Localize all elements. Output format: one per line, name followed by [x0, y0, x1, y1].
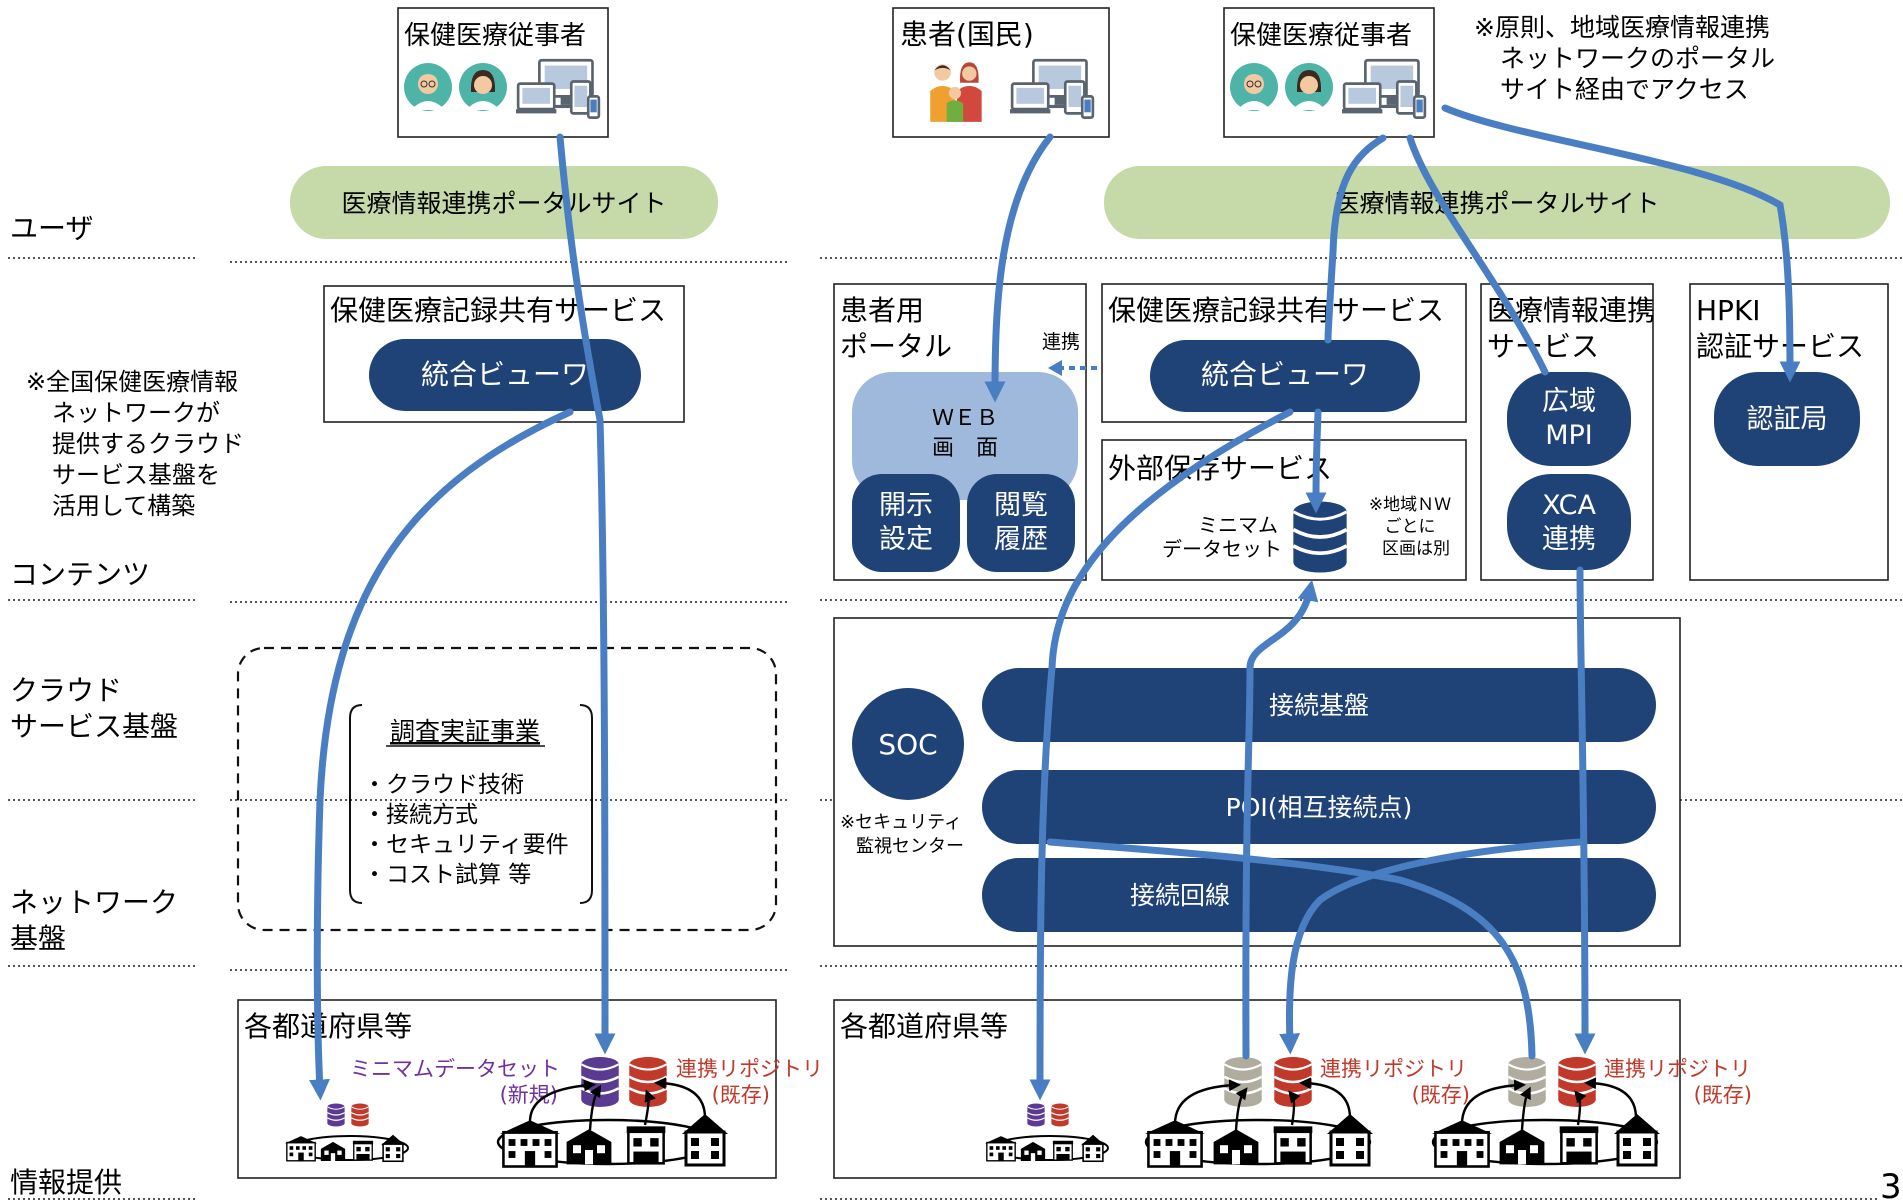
disclosure-label-1: 開示	[879, 490, 933, 521]
right-flows	[984, 104, 1801, 1101]
nurse-icon	[459, 63, 507, 111]
right-doctor-icon	[1229, 62, 1279, 112]
layer-label-contents: コンテンツ	[10, 558, 150, 591]
doctor-icon	[403, 62, 453, 112]
survey-box: 調査実証事業 ・クラウド技術 ・接続方式 ・セキュリティ要件 ・コスト試算 等	[236, 646, 778, 932]
layer-label-network-1: ネットワーク	[10, 886, 178, 919]
right-practitioner-label: 保健医療従事者	[1230, 21, 1412, 51]
poi-label: POI(相互接続点)	[1226, 793, 1413, 822]
pharmacy-icon	[625, 1125, 667, 1165]
left-flows	[308, 133, 616, 1101]
xca-label-2: 連携	[1542, 524, 1596, 555]
soc-note-line-1: ※セキュリティ	[840, 812, 962, 833]
side-note: ※全国保健医療情報 ネットワークが 提供するクラウド サービス基盤を 活用して構…	[26, 368, 244, 520]
web-screen-label-1: ＷＥＢ	[932, 406, 998, 431]
page-number: 3	[1880, 1167, 1902, 1201]
hpki-label-2: 認証サービス	[1696, 330, 1864, 363]
left-viewer-label: 統合ビューワ	[421, 358, 589, 391]
right-record-service-box: 保健医療記録共有サービス 統合ビューワ	[1101, 283, 1467, 423]
left-portal-label: 医療情報連携ポータルサイト	[341, 189, 666, 218]
regional-note-line-1: ※地域ＮＷ	[1369, 495, 1451, 515]
web-screen-label-2: 画 面	[932, 436, 998, 461]
disclosure-label-2: 設定	[879, 524, 933, 555]
survey-item-1: ・クラウド技術	[363, 772, 524, 798]
layer-label-network-2: 基盤	[10, 922, 66, 955]
layer-label-info: 情報提供	[10, 1166, 122, 1199]
regional-note-line-2: ごとに	[1385, 517, 1436, 537]
layer-label-cloud-2: サービス基盤	[10, 710, 178, 743]
side-note-line-2: ネットワークが	[52, 399, 220, 427]
xca-label-1: XCA	[1542, 490, 1596, 521]
left-minimum-dataset-label: ミニマムデータセット	[350, 1057, 560, 1081]
right-prefecture-label: 各都道府県等	[840, 1010, 1008, 1043]
medical-link-service-box: 医療情報連携 サービス 広域 MPI XCA 連携	[1480, 283, 1655, 581]
layer-label-cloud-1: クラウド	[10, 674, 122, 707]
side-note-line-3: 提供するクラウド	[52, 430, 244, 458]
link-label: 連携	[1042, 331, 1080, 353]
layer-label-user: ユーザ	[10, 212, 93, 245]
left-record-service-box: 保健医療記録共有サービス 統合ビューワ	[323, 285, 685, 423]
side-note-line-1: ※全国保健医療情報	[26, 368, 238, 396]
soc-note-line-2: 監視センター	[856, 836, 964, 857]
patient-portal-box: 患者用 ポータル ＷＥＢ 画 面 開示 設定 閲覧 履歴	[833, 283, 1087, 581]
history-label-2: 履歴	[994, 524, 1048, 555]
survey-item-3: ・セキュリティ要件	[363, 832, 569, 858]
soc-label: SOC	[878, 728, 937, 761]
cluster-b-existing-tag: (既存)	[1694, 1083, 1752, 1107]
layer-labels: ユーザ コンテンツ クラウド サービス基盤 ネットワーク 基盤 情報提供	[10, 212, 178, 1199]
access-note-line-2: ネットワークのポータル	[1500, 44, 1775, 73]
cluster-b-gray-db-icon	[1506, 1056, 1548, 1108]
right-record-service-label: 保健医療記録共有サービス	[1108, 294, 1444, 327]
cluster-a-existing-tag: (既存)	[1412, 1083, 1470, 1107]
access-note-line-1: ※原則、地域医療情報連携	[1474, 13, 1770, 42]
mini-repository-db-icon	[350, 1103, 370, 1127]
cluster-b-repository-label: 連携リポジトリ	[1604, 1057, 1751, 1081]
side-note-line-4: サービス基盤を	[52, 461, 220, 489]
cert-authority-label: 認証局	[1747, 404, 1828, 435]
patient-label: 患者(国民)	[900, 18, 1034, 51]
right-prefecture-box: 各都道府県等 連携リポジトリ (既存) 連携リポジトリ (既存)	[833, 999, 1752, 1179]
left-repository-label: 連携リポジトリ	[676, 1057, 823, 1081]
survey-item-4: ・コスト試算 等	[363, 862, 531, 888]
cluster-a-repository-label: 連携リポジトリ	[1320, 1057, 1467, 1081]
left-prefecture-box: 各都道府県等 ミニマムデータセット (新規) 連携リポジトリ (既存)	[237, 999, 823, 1179]
survey-title: 調査実証事業	[390, 717, 540, 746]
side-note-line-5: 活用して構築	[52, 492, 195, 520]
left-practitioner-box: 保健医療従事者	[397, 7, 609, 138]
right-nurse-icon	[1285, 63, 1333, 111]
access-note: ※原則、地域医療情報連携 ネットワークのポータル サイト経由でアクセス	[1474, 13, 1775, 104]
survey-item-2: ・接続方式	[363, 802, 478, 828]
patient-box: 患者(国民)	[892, 7, 1110, 138]
cluster-a-gray-db-icon	[1222, 1056, 1264, 1108]
network-platform-box: SOC ※セキュリティ 監視センター 接続基盤 POI(相互接続点) 接続回線	[833, 617, 1681, 947]
left-portal-site: 医療情報連携ポータルサイト	[290, 166, 718, 239]
right-portal-site: 医療情報連携ポータルサイト	[1104, 166, 1890, 239]
patient-portal-label-2: ポータル	[840, 330, 952, 363]
minimum-dataset-db-icon	[579, 1056, 621, 1108]
history-label-1: 閲覧	[994, 490, 1048, 521]
right-practitioner-box: 保健医療従事者	[1223, 7, 1435, 138]
patient-portal-label-1: 患者用	[840, 294, 924, 327]
wide-mpi-label-1: 広域	[1542, 386, 1596, 417]
access-note-line-3: サイト経由でアクセス	[1500, 75, 1749, 104]
right-portal-label: 医療情報連携ポータルサイト	[1334, 189, 1659, 218]
right-minimum-dataset-label-1: ミニマム	[1198, 513, 1278, 537]
mini-dataset-db-icon	[326, 1103, 346, 1127]
connection-line-label: 接続回線	[1130, 881, 1230, 910]
external-storage-label: 外部保存サービス	[1108, 452, 1332, 485]
wide-mpi-label-2: MPI	[1545, 420, 1593, 451]
connection-platform-label: 接続基盤	[1269, 691, 1369, 720]
left-existing-tag: (既存)	[712, 1083, 770, 1107]
left-prefecture-label: 各都道府県等	[244, 1010, 412, 1043]
external-storage-box: 外部保存サービス ミニマム データセット ※地域ＮＷ ごとに 区画は別	[1101, 439, 1467, 581]
right-viewer-label: 統合ビューワ	[1201, 358, 1369, 391]
external-storage-db-icon	[1291, 500, 1349, 574]
regional-note-line-3: 区画は別	[1382, 539, 1450, 559]
hpki-label-1: HPKI	[1696, 294, 1761, 327]
medical-link-service-label-2: サービス	[1487, 330, 1599, 363]
left-practitioner-label: 保健医療従事者	[404, 21, 586, 51]
left-record-service-label: 保健医療記録共有サービス	[330, 294, 666, 327]
right-minimum-dataset-label-2: データセット	[1162, 537, 1282, 561]
